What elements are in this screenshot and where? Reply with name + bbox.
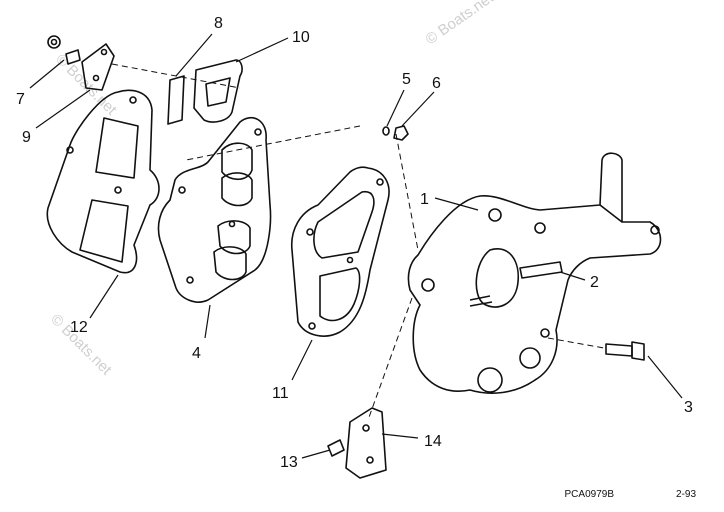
part-8-gasket bbox=[167, 75, 185, 125]
callout-13: 13 bbox=[280, 454, 298, 471]
part-3-bolt bbox=[605, 341, 645, 361]
leader-line-9 bbox=[35, 89, 91, 129]
leader-line-11 bbox=[291, 339, 313, 381]
callout-1: 1 bbox=[420, 191, 429, 208]
part-6-nut bbox=[393, 125, 409, 141]
callout-12: 12 bbox=[70, 319, 88, 336]
part-7-screw bbox=[47, 35, 81, 65]
part-5-washer bbox=[382, 126, 390, 136]
callout-11: 11 bbox=[272, 385, 289, 402]
alignment-line bbox=[395, 133, 419, 251]
leader-line-13 bbox=[301, 449, 331, 459]
callout-6: 6 bbox=[432, 75, 441, 92]
alignment-line bbox=[185, 125, 361, 161]
part-1-housing bbox=[407, 152, 662, 394]
leader-line-12 bbox=[89, 274, 119, 319]
leader-line-7 bbox=[29, 59, 65, 89]
part-11-gasket bbox=[291, 166, 390, 337]
part-4-adapter-plate bbox=[157, 116, 272, 303]
leader-line-4 bbox=[204, 304, 211, 339]
part-9-bracket bbox=[81, 43, 115, 91]
part-12-gasket bbox=[46, 89, 160, 274]
callout-5: 5 bbox=[402, 71, 411, 88]
part-14-bracket bbox=[345, 407, 387, 479]
leader-line-1 bbox=[434, 197, 479, 211]
callout-9: 9 bbox=[22, 129, 31, 146]
leader-line-14 bbox=[381, 433, 419, 439]
drawing-code: PCA0979B bbox=[565, 489, 615, 500]
leader-line-2 bbox=[559, 271, 586, 281]
callout-14: 14 bbox=[424, 433, 442, 450]
part-13-screw bbox=[327, 439, 345, 457]
leader-line-8 bbox=[175, 33, 213, 77]
callout-2: 2 bbox=[590, 274, 599, 291]
leader-line-6 bbox=[401, 91, 435, 127]
callout-10: 10 bbox=[292, 29, 310, 46]
callout-7: 7 bbox=[16, 91, 25, 108]
drawing-date: 2-93 bbox=[676, 489, 696, 500]
leader-line-10 bbox=[235, 37, 289, 63]
watermark: © Boats.net bbox=[423, 0, 498, 48]
callout-4: 4 bbox=[192, 345, 201, 362]
part-10-cover bbox=[193, 59, 243, 123]
part-2-stud bbox=[519, 261, 563, 279]
leader-line-5 bbox=[386, 89, 405, 127]
leader-line-3 bbox=[647, 355, 683, 399]
callout-3: 3 bbox=[684, 399, 693, 416]
callout-8: 8 bbox=[214, 15, 223, 32]
alignment-line bbox=[367, 297, 413, 421]
